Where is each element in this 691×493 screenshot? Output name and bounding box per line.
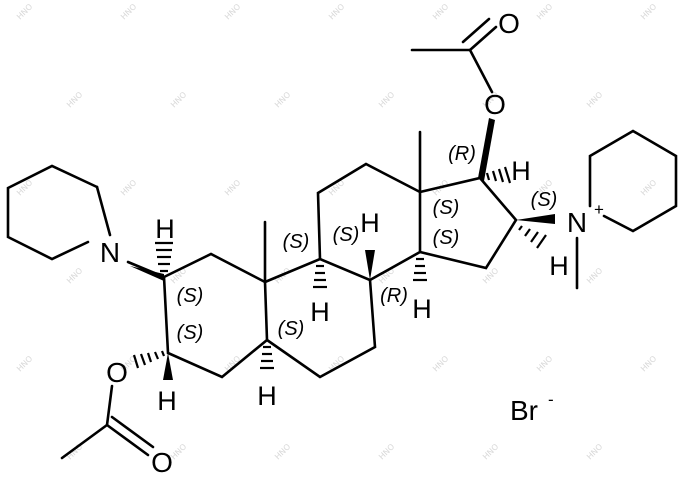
- left-nitrogen-label: N: [100, 237, 120, 268]
- c17-hydrogen-label: H: [511, 156, 531, 186]
- c14-hydrogen-label: H: [412, 294, 432, 324]
- c2-stereo-label: (S): [177, 285, 204, 307]
- n-c2-wedge: [130, 266, 164, 281]
- left-piperidine-bond: [95, 185, 112, 237]
- c16-stereo-label: (S): [531, 189, 558, 211]
- c3-hydrogen-label: H: [157, 386, 177, 416]
- watermark-mark: HNO: [377, 90, 396, 109]
- watermark-mark: HNO: [481, 442, 500, 461]
- bond-layer: [6, 17, 678, 460]
- watermark-mark: HNO: [377, 442, 396, 461]
- right-piperidinium-ring: [588, 129, 678, 233]
- bromide-charge-label: -: [548, 390, 554, 409]
- bottom-acetyl-methyl-bond: [60, 423, 109, 460]
- c9-h-hash: [313, 264, 327, 289]
- watermark-mark: HNO: [431, 2, 450, 21]
- c16-h-hash: [518, 225, 547, 249]
- watermark-mark: HNO: [273, 90, 292, 109]
- watermark-mark: HNO: [431, 354, 450, 373]
- hydrogen-label-layer: H H H H H H H H: [155, 156, 569, 416]
- watermark-mark: HNO: [585, 90, 604, 109]
- watermark-mark: HNO: [169, 90, 188, 109]
- c8-h-wedge: [365, 250, 375, 280]
- bottom-carbonyl-oxygen-label: O: [151, 447, 173, 478]
- bottom-ester-o-c-bond: [105, 384, 114, 427]
- top-carbonyl-bond-2: [461, 17, 491, 44]
- watermark-mark: HNO: [223, 178, 242, 197]
- quaternary-nitrogen-label: N: [567, 207, 587, 238]
- c10-stereo-label: (S): [283, 231, 310, 253]
- watermark-mark: HNO: [65, 90, 84, 109]
- c5-stereo-label: (S): [278, 318, 305, 340]
- top-ester-o-c-bond: [468, 48, 494, 94]
- bottom-ester-oxygen-label: O: [106, 357, 128, 388]
- watermark-mark: HNO: [223, 2, 242, 21]
- c9-stereo-label: (S): [333, 224, 360, 246]
- c3-h-wedge: [163, 353, 173, 380]
- stereo-label-layer: (S) (S) (S) (S) (S) (R) (S) (S) (R) (S): [177, 143, 558, 344]
- c2-h-hash: [155, 241, 173, 273]
- c3-o-hash: [132, 350, 166, 369]
- bottom-carbonyl-bond-2: [110, 415, 155, 449]
- c16-hydrogen-label: H: [549, 251, 569, 281]
- c14-h-hash: [413, 257, 427, 282]
- c3-stereo-label: (S): [177, 322, 204, 344]
- top-carbonyl-bond-1: [468, 25, 498, 52]
- atom-label-layer: N O O O O N + Br -: [100, 8, 604, 478]
- c14-stereo-label: (S): [433, 227, 460, 249]
- nitrogen-charge-label: +: [594, 200, 604, 219]
- watermark-mark: HNO: [273, 442, 292, 461]
- watermark-mark: HNO: [119, 2, 138, 21]
- watermark-mark: HNO: [15, 2, 34, 21]
- c17-o-wedge: [478, 118, 495, 181]
- watermark-mark: HNO: [535, 354, 554, 373]
- c5-h-hash: [260, 345, 274, 370]
- top-ester-oxygen-label: O: [484, 89, 506, 120]
- c17-stereo-label: (R): [448, 143, 476, 165]
- watermark-mark: HNO: [327, 2, 346, 21]
- ring-c: [316, 162, 422, 282]
- watermark-mark: HNO: [119, 178, 138, 197]
- watermark-mark: HNO: [481, 266, 500, 285]
- c5-hydrogen-label: H: [257, 381, 277, 411]
- watermark-mark: HNO: [639, 2, 658, 21]
- c2-hydrogen-label: H: [155, 214, 175, 244]
- c8-stereo-label: (R): [380, 285, 408, 307]
- top-carbonyl-oxygen-label: O: [498, 8, 520, 39]
- bottom-carbonyl-bond-1: [105, 423, 150, 457]
- watermark-mark: HNO: [585, 442, 604, 461]
- bromide-label: Br: [510, 395, 538, 426]
- watermark-mark: HNO: [65, 266, 84, 285]
- c9-hydrogen-label: H: [310, 297, 330, 327]
- c16-n-wedge: [516, 214, 555, 224]
- watermark-mark: HNO: [585, 266, 604, 285]
- ring-b: [263, 257, 377, 379]
- left-piperidine-ring: [6, 164, 99, 261]
- c8-hydrogen-label: H: [360, 208, 380, 238]
- watermark-mark: HNO: [535, 2, 554, 21]
- watermark-mark: HNO: [639, 354, 658, 373]
- watermark-mark: HNO: [15, 354, 34, 373]
- c13-stereo-label: (S): [433, 197, 460, 219]
- c17-h-hash: [485, 166, 512, 184]
- watermark-mark: HNO: [639, 178, 658, 197]
